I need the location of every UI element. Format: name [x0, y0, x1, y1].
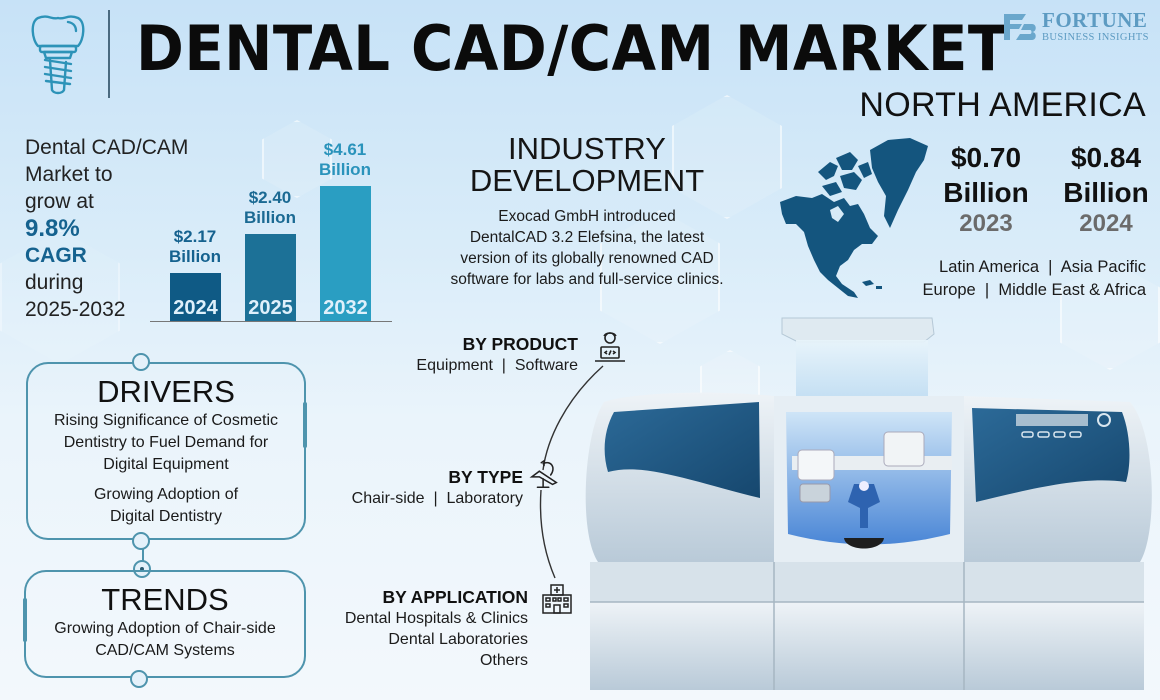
cagr-line: during	[25, 271, 84, 294]
drivers-panel: DRIVERS Rising Significance of Cosmetic …	[26, 353, 307, 550]
region-value-2024: $0.84 Billion	[1063, 142, 1149, 208]
brand-subtitle: BUSINESS INSIGHTS	[1042, 32, 1149, 43]
brand-logo: FORTUNE BUSINESS INSIGHTS	[1002, 10, 1149, 44]
bar-value-label: $4.61 Billion	[319, 140, 371, 179]
cagr-line: Dental CAD/CAM	[25, 136, 189, 159]
industry-development-body: Exocad GmbH introduced DentalCAD 3.2 Ele…	[450, 208, 724, 288]
connector-line	[142, 548, 144, 562]
bar-value-label: $2.40 Billion	[244, 188, 296, 227]
bar-value-label: $2.17 Billion	[169, 227, 221, 266]
bar-2024: 2024	[170, 273, 221, 321]
segment-title: BY PRODUCT	[462, 334, 578, 354]
bar-category-label: 2024	[173, 297, 218, 319]
north-america-map-icon	[780, 138, 928, 298]
segment-item: Others	[479, 652, 528, 669]
dental-implant-icon	[31, 15, 85, 95]
hospital-icon	[542, 584, 572, 614]
fortune-logo-mark-icon	[1004, 13, 1036, 40]
segment-items: Equipment | Software	[416, 357, 578, 374]
cagr-rate: 9.8%	[25, 215, 80, 242]
segment-items: Chair-side | Laboratory	[351, 490, 523, 507]
cagr-line: grow at	[25, 190, 94, 213]
cagr-label: CAGR	[25, 244, 87, 267]
driver-item: Rising Significance of Cosmetic Dentistr…	[53, 412, 279, 473]
segment-by-application: BY APPLICATION Dental Hospitals & Clinic…	[345, 587, 528, 671]
trend-item: Growing Adoption of Chair-side CAD/CAM S…	[54, 620, 276, 659]
header-divider	[108, 10, 110, 98]
cagr-line: Market to	[25, 163, 113, 186]
segment-by-product: BY PRODUCT Equipment | Software	[416, 334, 578, 376]
segment-item: Dental Laboratories	[388, 631, 528, 648]
panel-tab	[23, 598, 27, 642]
bar-2025: 2025	[245, 234, 296, 321]
segment-by-type: BY TYPE Chair-side | Laboratory	[352, 467, 523, 509]
page-title: DENTAL CAD/CAM MARKET	[136, 12, 1008, 85]
bar-category-label: 2032	[323, 297, 368, 319]
region-year-2023: 2023	[959, 210, 1013, 237]
dental-milling-machine-image	[585, 317, 1152, 690]
connector-node	[132, 532, 150, 550]
market-size-bar-chart: $2.17 Billion 2024 $2.40 Billion 2025 $4…	[150, 130, 392, 322]
connector-node	[133, 560, 151, 578]
region-title: NORTH AMERICA	[859, 86, 1146, 124]
trends-panel: TRENDS Growing Adoption of Chair-side CA…	[23, 570, 306, 688]
brand-name: FORTUNE	[1042, 8, 1148, 32]
cagr-period: 2025-2032	[25, 298, 126, 321]
dental-chair-icon	[529, 459, 558, 489]
connector-node	[132, 353, 150, 371]
drivers-title: DRIVERS	[97, 374, 235, 409]
segment-title: BY APPLICATION	[382, 587, 528, 607]
developer-laptop-icon	[595, 332, 625, 362]
trends-title: TRENDS	[101, 582, 229, 617]
bar-category-label: 2025	[248, 297, 293, 319]
region-year-2024: 2024	[1079, 210, 1133, 237]
other-regions: Latin America | Asia Pacific Europe | Mi…	[922, 258, 1146, 299]
chart-baseline	[150, 320, 392, 322]
driver-item: Growing Adoption of Digital Dentistry	[93, 486, 239, 525]
cagr-summary: Dental CAD/CAM Market to grow at 9.8% CA…	[25, 134, 188, 323]
bar-2032: 2032	[320, 186, 371, 321]
segment-item: Dental Hospitals & Clinics	[344, 610, 528, 627]
segment-connector-arc	[539, 365, 604, 579]
connector-node	[130, 670, 148, 688]
industry-development-title: INDUSTRY DEVELOPMENT	[469, 131, 705, 198]
region-value-2023: $0.70 Billion	[943, 142, 1029, 208]
segment-title: BY TYPE	[448, 467, 523, 487]
panel-tab	[303, 402, 307, 448]
